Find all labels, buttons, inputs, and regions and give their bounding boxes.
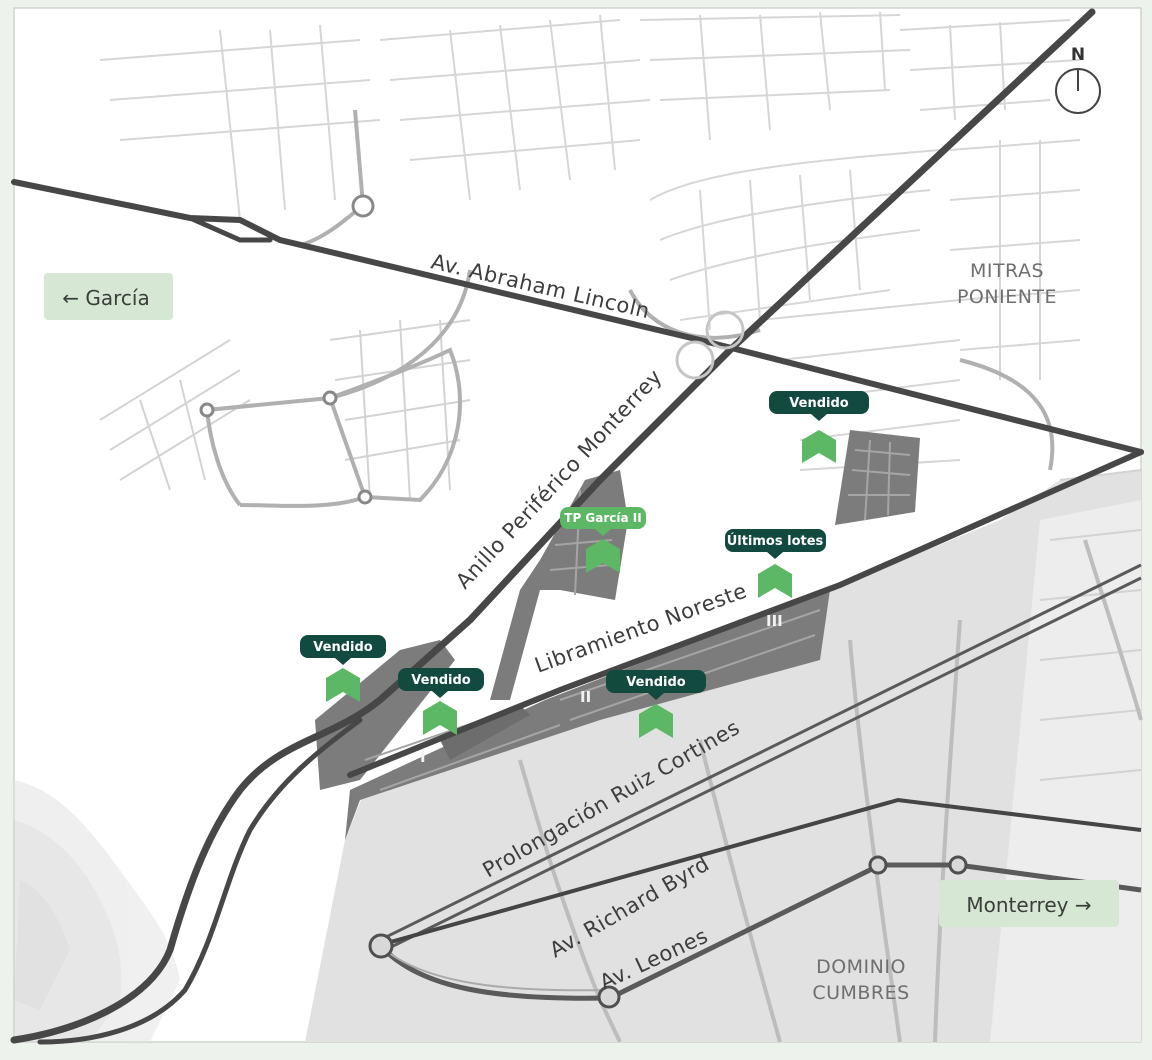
compass-letter: N	[1071, 45, 1085, 65]
marker-label: Vendido	[626, 675, 685, 690]
marker-chevron-icon	[423, 701, 457, 735]
marker-chevron-icon	[758, 564, 792, 598]
marker-tp-garcia[interactable]: TP García II	[560, 507, 646, 573]
marker-label: Últimos lotes	[727, 533, 824, 549]
north-compass: N	[1055, 45, 1101, 114]
destination-label-monterrey: Monterrey →	[966, 893, 1091, 917]
roundabouts-dark	[368, 855, 968, 1009]
marker-label: Vendido	[411, 673, 470, 688]
roundabouts	[199, 194, 745, 505]
hill-shading	[14, 780, 180, 1042]
marker-chevron-icon	[586, 539, 620, 573]
minor-roads-south	[518, 539, 1143, 1043]
urban-zone-south	[305, 470, 1141, 1042]
phase-label-2: II	[580, 688, 591, 706]
marker-sold-west[interactable]: Vendido	[300, 635, 386, 702]
marker-sold-south[interactable]: Vendido	[606, 670, 706, 738]
phase-label-3: III	[766, 612, 783, 630]
destination-garcia[interactable]: ← García	[44, 273, 173, 320]
marker-chevron-icon	[326, 668, 360, 702]
marker-chevron-icon	[639, 704, 673, 738]
marker-label: TP García II	[564, 511, 641, 525]
district-label-dominio-line1: DOMINIO	[816, 956, 906, 978]
district-label-mitras-line2: PONIENTE	[957, 286, 1057, 308]
marker-chevron-icon	[802, 430, 836, 463]
destination-monterrey[interactable]: Monterrey →	[939, 880, 1119, 927]
marker-label: Vendido	[313, 640, 372, 655]
district-label-dominio-line2: CUMBRES	[812, 982, 909, 1004]
neighborhood-blocks-north	[99, 11, 1081, 471]
ruiz-cortines-road	[379, 563, 1142, 952]
marker-sold-phase1[interactable]: Vendido	[398, 668, 484, 735]
phase-label-1: I	[420, 748, 426, 766]
marker-label: Vendido	[789, 396, 848, 411]
marker-ultimos-lotes[interactable]: Últimos lotes	[725, 529, 826, 598]
destination-label-garcia: ← García	[62, 286, 149, 310]
marker-sold-north[interactable]: Vendido	[769, 391, 869, 463]
district-label-mitras-line1: MITRAS	[970, 260, 1044, 282]
